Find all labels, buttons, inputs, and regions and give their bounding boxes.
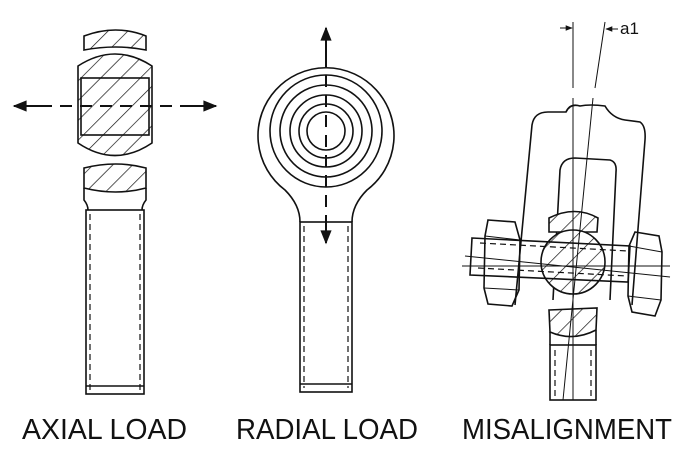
radial-eye-outline xyxy=(257,66,395,223)
misalignment-label: MISALIGNMENT xyxy=(462,414,672,446)
left-nut xyxy=(483,219,521,307)
radial-shank xyxy=(299,221,353,393)
misalignment-figure: a1 xyxy=(462,19,671,401)
axial-load-label: AXIAL LOAD xyxy=(22,414,187,446)
radial-load-figure xyxy=(257,26,395,393)
axial-shank xyxy=(85,209,145,395)
right-nut xyxy=(627,231,663,317)
axial-load-figure xyxy=(12,29,218,395)
clevis-slot xyxy=(552,157,617,301)
axial-ball xyxy=(77,53,153,157)
axial-housing-bottom xyxy=(83,163,147,193)
angle-label: a1 xyxy=(620,19,639,38)
axial-housing-top xyxy=(83,29,147,51)
radial-load-label: RADIAL LOAD xyxy=(236,414,418,446)
axial-neck xyxy=(83,188,147,211)
clevis-outline xyxy=(514,104,646,306)
